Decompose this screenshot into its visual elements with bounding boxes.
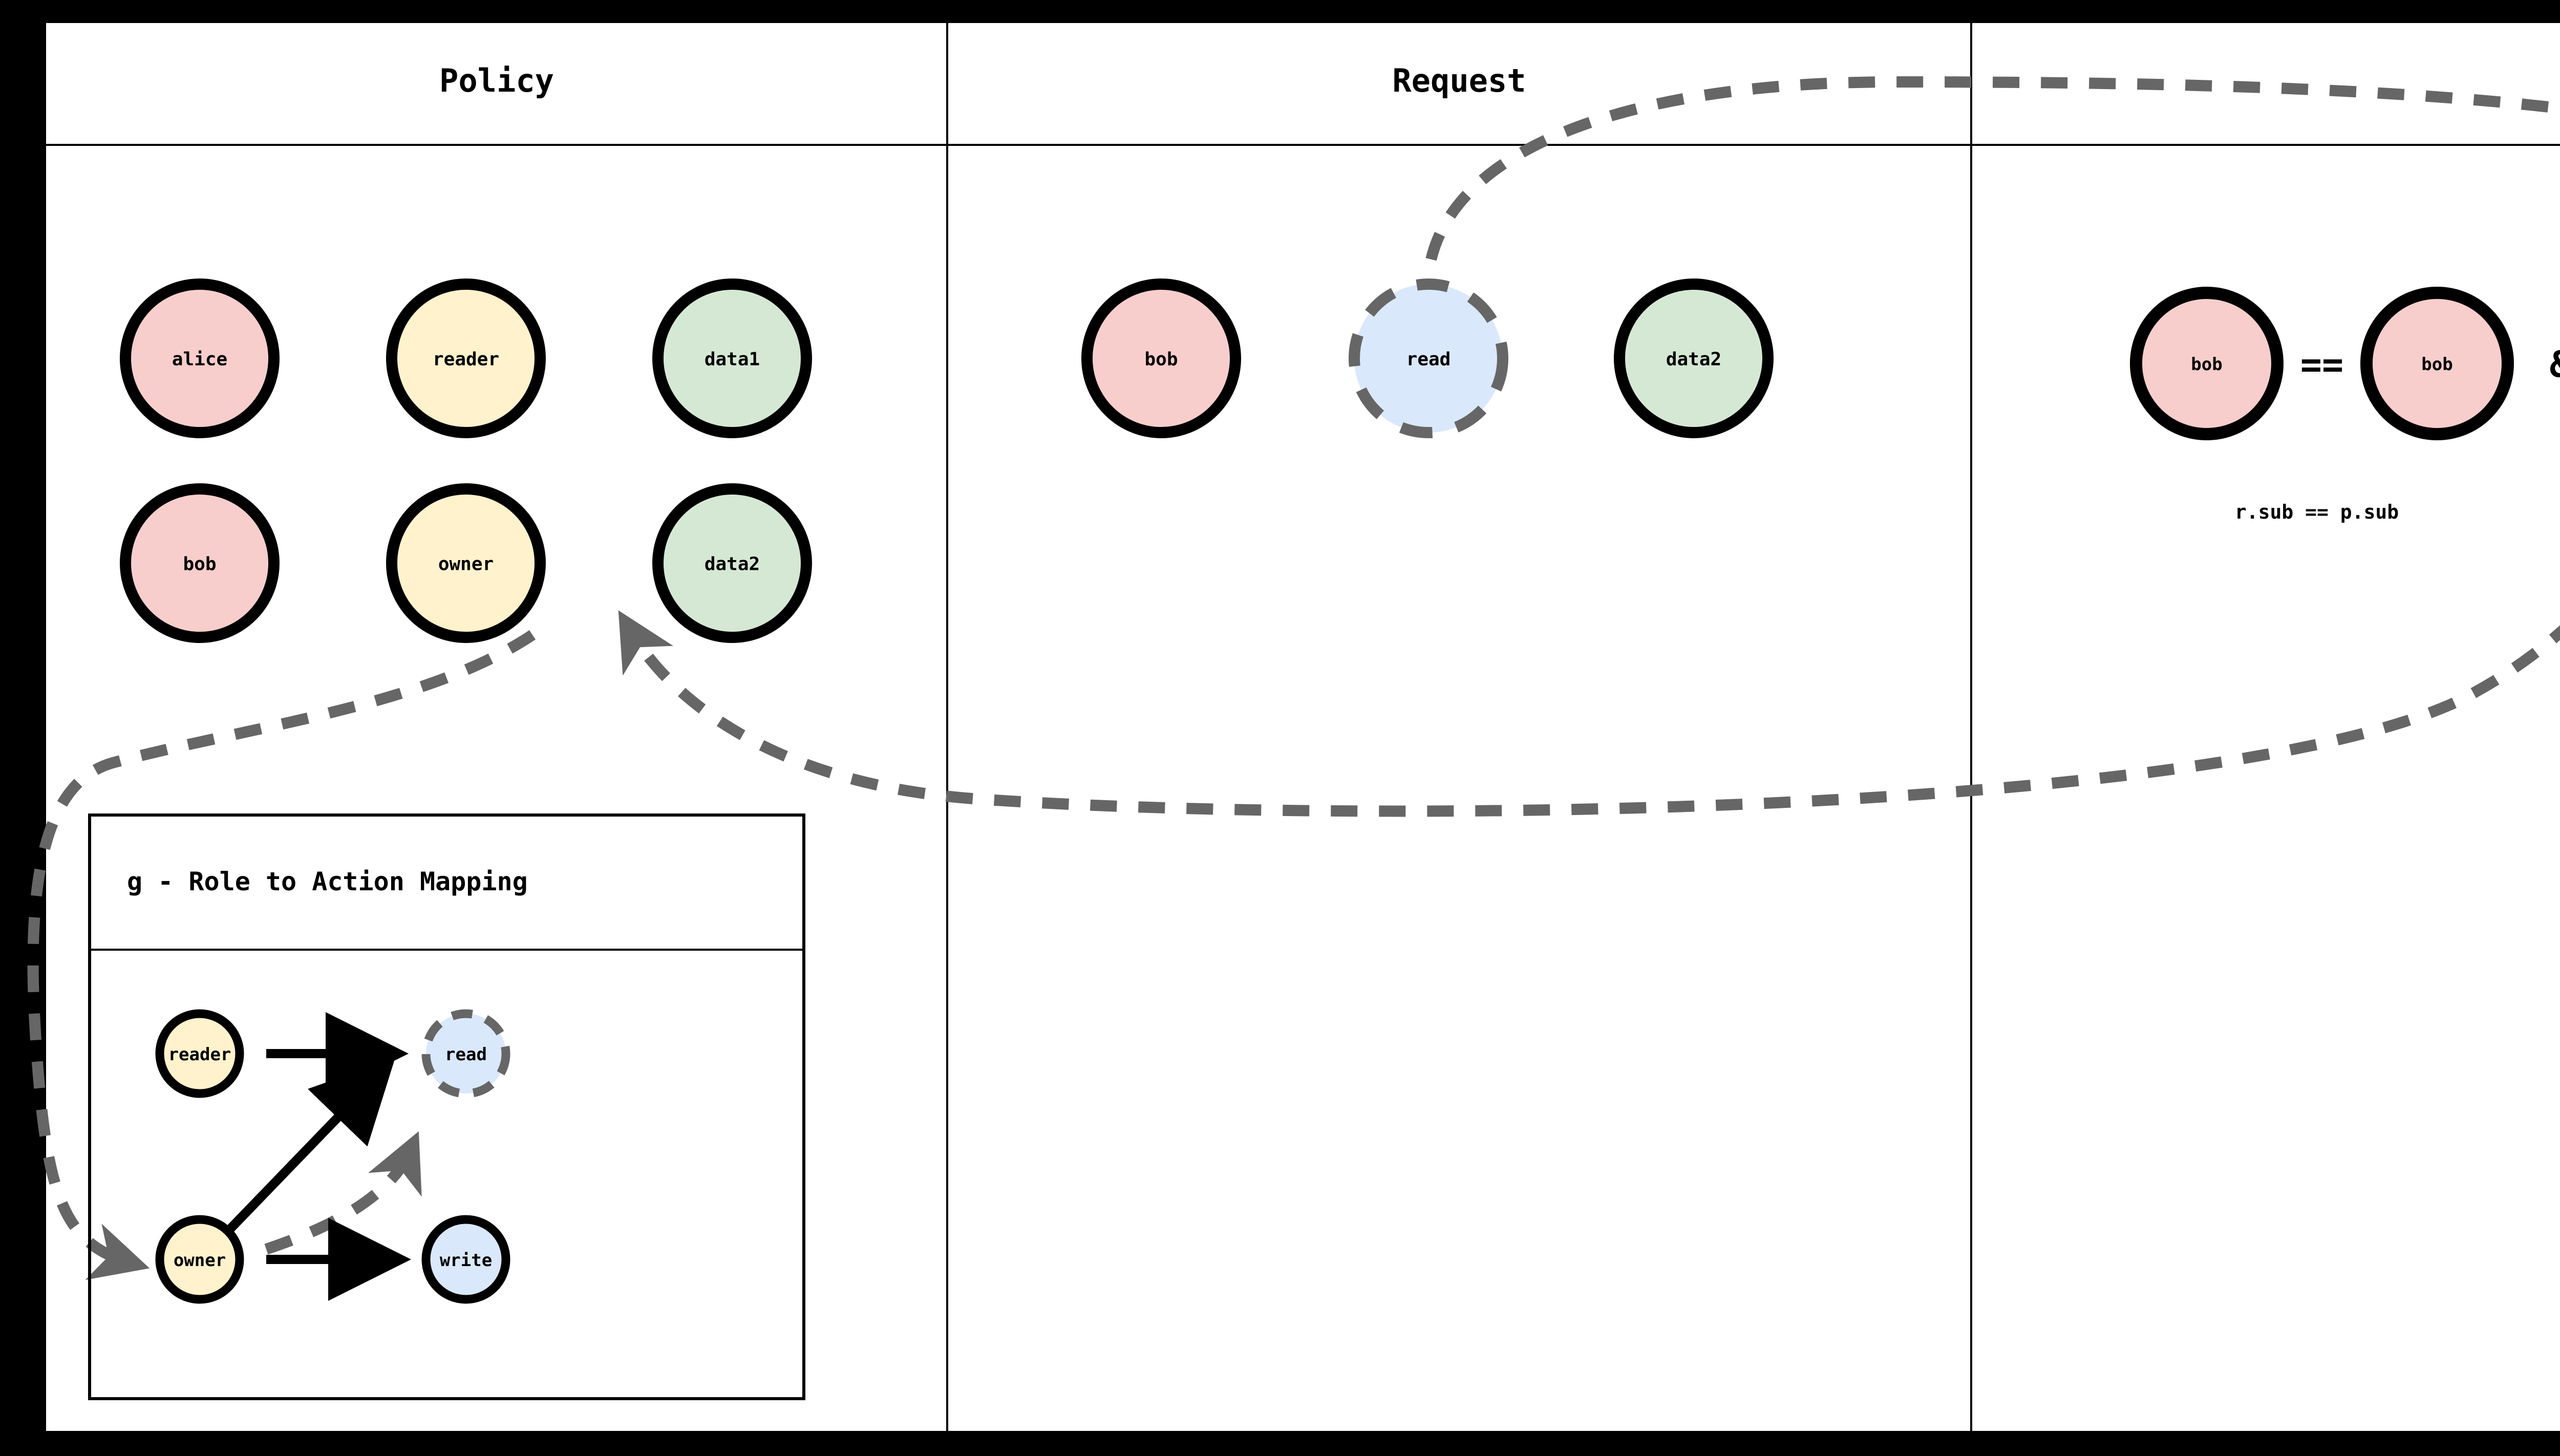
g-mapping-box-title: g - Role to Action Mapping xyxy=(127,867,528,896)
request-node-data2[interactable]: data2 xyxy=(1614,279,1774,438)
policy-node-alice[interactable]: alice xyxy=(120,279,280,438)
column-title-request: Request xyxy=(1392,62,1526,99)
matching-operator-eq-1: == xyxy=(2300,344,2343,386)
policy-node-alice-label: alice xyxy=(172,349,227,370)
matching-node-request-sub-label: bob xyxy=(2191,354,2222,375)
policy-node-reader-label: reader xyxy=(433,349,499,370)
policy-node-owner[interactable]: owner xyxy=(386,483,546,643)
edge-matching-owner-to-g-owner xyxy=(27,630,536,1280)
diagram-canvas xyxy=(46,23,2560,1431)
g-node-owner[interactable]: owner xyxy=(155,1215,244,1304)
column-title-policy: Policy xyxy=(439,62,554,99)
g-node-read[interactable]: read xyxy=(421,1009,510,1098)
g-node-owner-label: owner xyxy=(174,1250,226,1271)
g-node-reader-label: reader xyxy=(168,1044,231,1065)
matching-node-request-sub[interactable]: bob xyxy=(2130,287,2284,440)
matching-node-policy-sub[interactable]: bob xyxy=(2360,287,2514,440)
g-node-write-label: write xyxy=(440,1250,492,1271)
edge-matching-owner-to-policy-owner xyxy=(618,610,2560,817)
g-node-reader[interactable]: reader xyxy=(155,1009,244,1098)
request-node-bob-label: bob xyxy=(1144,349,1178,370)
matching-node-policy-sub-label: bob xyxy=(2421,354,2452,375)
g-node-read-label: read xyxy=(445,1044,487,1065)
policy-node-bob[interactable]: bob xyxy=(120,483,280,643)
g-edge-owner-read xyxy=(227,1058,395,1232)
request-node-read[interactable]: read xyxy=(1349,279,1508,438)
edge-g-owner-to-g-read xyxy=(264,1131,422,1255)
policy-node-data1[interactable]: data1 xyxy=(652,279,812,438)
request-node-read-label: read xyxy=(1406,349,1451,370)
policy-node-owner-label: owner xyxy=(438,554,494,575)
g-mapping-box: g - Role to Action Mapping reader read o… xyxy=(88,813,805,1400)
g-node-write[interactable]: write xyxy=(421,1215,510,1304)
request-node-bob[interactable]: bob xyxy=(1081,279,1241,438)
policy-node-data1-label: data1 xyxy=(705,349,760,370)
request-node-data2-label: data2 xyxy=(1666,349,1721,370)
matching-operator-and-g-open: && g( xyxy=(2550,344,2560,386)
policy-node-data2-label: data2 xyxy=(705,554,760,575)
policy-node-bob-label: bob xyxy=(183,554,216,575)
policy-node-data2[interactable]: data2 xyxy=(652,483,812,643)
edge-request-read-to-matching-read xyxy=(1422,76,2560,308)
policy-node-reader[interactable]: reader xyxy=(386,279,546,438)
matching-sublabel-sub: r.sub == p.sub xyxy=(2235,501,2399,523)
